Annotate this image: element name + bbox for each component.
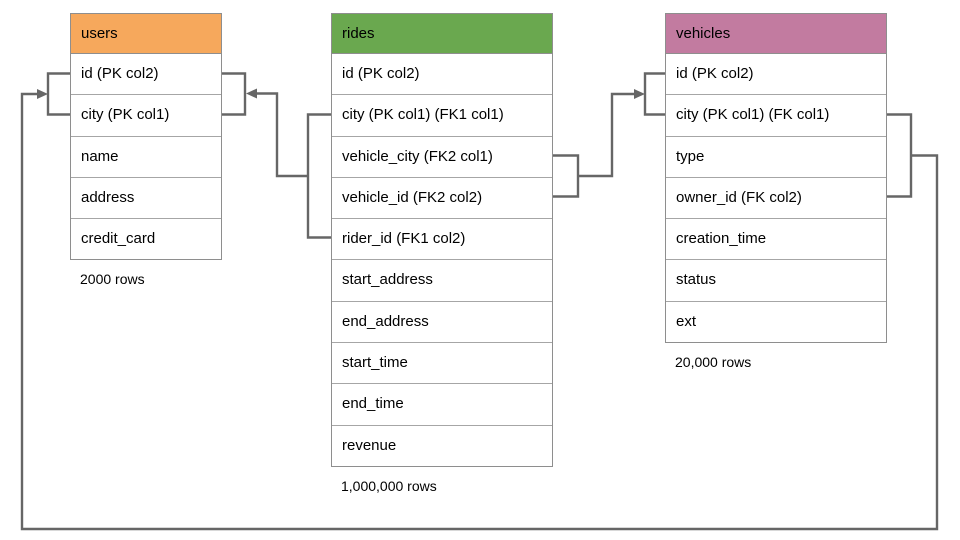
vehicles-rowcount-label: 20,000 rows: [675, 354, 752, 371]
rides-column-row: vehicle_city (FK2 col1): [332, 136, 552, 178]
vehicles-column-row: ext: [666, 301, 886, 343]
users-column-row: credit_card: [71, 219, 221, 260]
arrowhead-into-vehicles-left: [634, 89, 645, 99]
rides-column-row: end_address: [332, 301, 552, 344]
vehicles-column-row: id (PK col2): [666, 54, 886, 96]
rides-column-row: end_time: [332, 384, 552, 426]
rides-column-row: rider_id (FK1 col2): [332, 219, 552, 261]
rides-column-row: revenue: [332, 425, 552, 466]
rides-column-row: vehicle_id (FK2 col2): [332, 177, 552, 220]
arrowhead-into-users-right: [246, 88, 257, 99]
rides-fk2-trunk: [578, 92, 639, 178]
vehicles-pk-left-bracket: [643, 72, 665, 116]
rides-table-rows: id (PK col2)city (PK col1) (FK1 col1)veh…: [332, 54, 552, 466]
rides-fk1-trunk: [252, 92, 308, 178]
users-pk-left-bracket: [46, 72, 70, 116]
vehicles-column-row: creation_time: [666, 219, 886, 261]
rides-fk2-bracket: [553, 154, 580, 198]
vehicles-fk-trunk: [20, 92, 939, 531]
vehicles-column-row: city (PK col1) (FK col1): [666, 95, 886, 137]
rides-fk1-bracket: [306, 113, 331, 239]
users-pk-right-bracket: [222, 72, 247, 116]
users-column-row: name: [71, 136, 221, 178]
arrowhead-into-users-left: [37, 89, 48, 99]
vehicles-table-grid: vehicles id (PK col2)city (PK col1) (FK …: [665, 13, 887, 344]
rides-column-row: city (PK col1) (FK1 col1): [332, 95, 552, 137]
rides-table-grid: rides id (PK col2)city (PK col1) (FK1 co…: [331, 13, 553, 467]
vehicles-table-header: vehicles: [666, 14, 886, 54]
rides-column-row: id (PK col2): [332, 54, 552, 96]
users-column-row: address: [71, 177, 221, 220]
users-column-row: id (PK col2): [71, 54, 221, 96]
rides-rowcount-label: 1,000,000 rows: [341, 477, 437, 494]
rides-table-header: rides: [332, 14, 552, 54]
users-table-header: users: [71, 14, 221, 54]
vehicles-table: vehicles id (PK col2)city (PK col1) (FK …: [665, 13, 887, 370]
rides-column-row: start_address: [332, 260, 552, 302]
users-rowcount-label: 2000 rows: [80, 271, 145, 288]
fk-wire-rides-to-vehicles: [553, 72, 665, 198]
users-column-row: city (PK col1): [71, 95, 221, 137]
vehicles-column-row: status: [666, 260, 886, 302]
fk-wire-vehicles-to-users: [20, 72, 939, 531]
vehicles-column-row: owner_id (FK col2): [666, 177, 886, 220]
vehicles-fk-bracket: [887, 113, 913, 198]
vehicles-column-row: type: [666, 136, 886, 178]
rides-column-row: start_time: [332, 343, 552, 385]
fk-wire-rides-to-users: [222, 72, 331, 239]
rides-table: rides id (PK col2)city (PK col1) (FK1 co…: [331, 13, 553, 494]
vehicles-table-rows: id (PK col2)city (PK col1) (FK col1)type…: [666, 54, 886, 343]
